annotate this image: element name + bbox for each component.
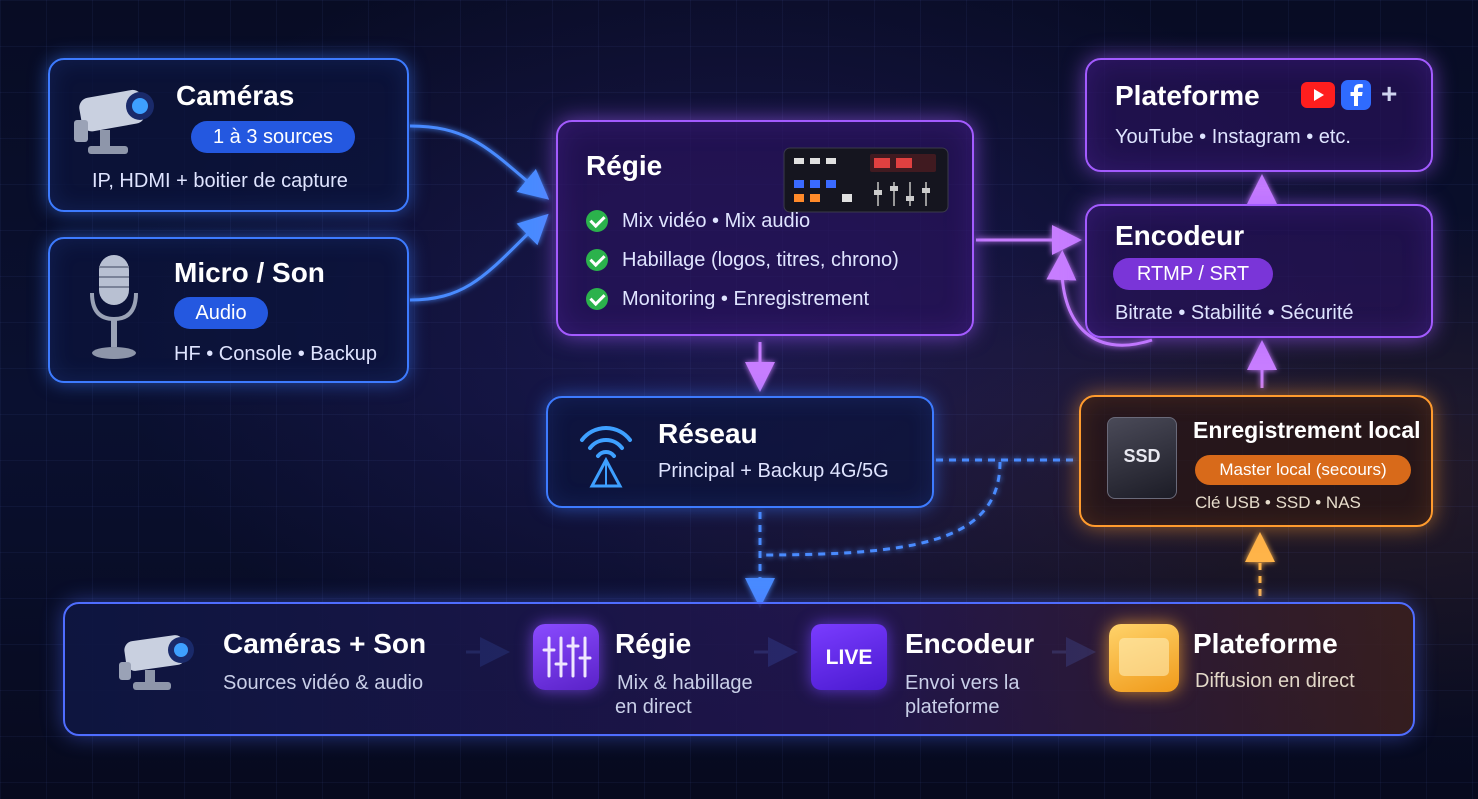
encodeur-badge: RTMP / SRT (1113, 258, 1273, 290)
regie-title: Régie (586, 150, 663, 181)
reseau-title: Réseau (658, 418, 758, 449)
plateforme-subtitle: YouTube • Instagram • etc. (1115, 126, 1351, 148)
check-icon (586, 249, 608, 271)
micro-card: Micro / Son Audio HF • Console • Backup (48, 237, 409, 383)
workflow-step-title: Encodeur (905, 628, 1035, 659)
enregistrement-card: SSD Enregistrement local Master local (s… (1079, 395, 1433, 527)
micro-subtitle: HF • Console • Backup (174, 343, 377, 365)
live-icon: LIVE (811, 624, 887, 690)
micro-title: Micro / Son (174, 257, 325, 288)
youtube-icon (1301, 82, 1335, 108)
workflow-step-line: Sources vidéo & audio (223, 672, 424, 694)
cameras-card: Caméras 1 à 3 sources IP, HDMI + boitier… (48, 58, 409, 212)
workflow-step-title: Caméras + Son (223, 628, 427, 659)
cameras-subtitle: IP, HDMI + boitier de capture (92, 170, 348, 192)
workflow-step-line: Diffusion en direct (1195, 670, 1355, 692)
regie-item: Habillage (logos, titres, chrono) (622, 249, 899, 271)
workflow-step-title: Régie (615, 628, 692, 659)
arrow-micro-regie (409, 213, 549, 302)
enregistrement-subtitle: Clé USB • SSD • NAS (1195, 493, 1361, 512)
enregistrement-title: Enregistrement local (1193, 417, 1421, 443)
workflow-step-line: Envoi vers la (905, 672, 1020, 694)
regie-item: Mix vidéo • Mix audio (622, 210, 811, 232)
microphone-icon (90, 255, 138, 359)
cameras-title: Caméras (176, 80, 295, 111)
antenna-icon (580, 426, 632, 488)
facebook-icon (1341, 80, 1371, 110)
plateforme-title: Plateforme (1115, 80, 1260, 111)
faders-icon (533, 624, 599, 690)
folder-icon (1109, 624, 1179, 692)
workflow-bar: Caméras + Son Sources vidéo & audio Régi… (63, 602, 1415, 736)
encodeur-title: Encodeur (1115, 220, 1245, 251)
enregistrement-badge: Master local (secours) (1195, 455, 1411, 485)
regie-item: Monitoring • Enregistrement (622, 288, 870, 310)
regie-card: Régie Mix vidéo • Mix audio Habillage (l… (556, 120, 974, 336)
arrow-encodeur-loop (1046, 250, 1153, 347)
ssd-label: SSD (1123, 446, 1161, 466)
workflow-step-line: en direct (615, 696, 692, 718)
plateforme-plus: + (1381, 78, 1398, 109)
arrow-cameras-regie (409, 124, 550, 200)
plateforme-card: Plateforme + YouTube • Instagram • etc. (1085, 58, 1433, 172)
reseau-subtitle: Principal + Backup 4G/5G (658, 460, 889, 482)
cameras-badge: 1 à 3 sources (191, 121, 355, 153)
mixing-console-icon (783, 147, 949, 213)
check-icon (586, 288, 608, 310)
ssd-icon: SSD (1107, 417, 1177, 499)
camera-icon (119, 635, 194, 690)
workflow-step-line: Mix & habillage (617, 672, 753, 694)
encodeur-subtitle: Bitrate • Stabilité • Sécurité (1115, 302, 1354, 324)
workflow-step-line: plateforme (905, 696, 1000, 718)
workflow-step-title: Plateforme (1193, 628, 1338, 659)
dash-curve-reseau-bottom (761, 461, 1002, 557)
encodeur-card: Encodeur RTMP / SRT Bitrate • Stabilité … (1085, 204, 1433, 338)
check-icon (586, 210, 608, 232)
reseau-card: Réseau Principal + Backup 4G/5G (546, 396, 934, 508)
camera-icon (74, 89, 154, 154)
micro-badge: Audio (174, 297, 268, 329)
live-label: LIVE (825, 646, 873, 669)
